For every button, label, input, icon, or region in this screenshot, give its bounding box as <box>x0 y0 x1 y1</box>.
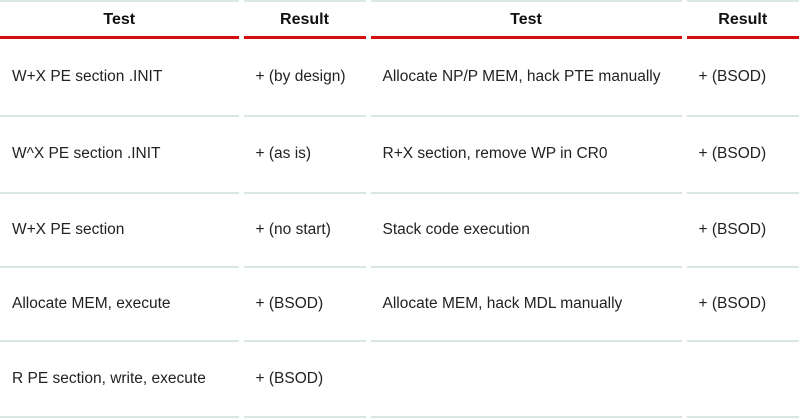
cell-test-right: Allocate NP/P MEM, hack PTE manually <box>365 37 684 117</box>
cell-test-right: Allocate MEM, hack MDL manually <box>365 267 684 342</box>
column-header-test-right: Test <box>365 0 684 39</box>
column-header-test-left: Test <box>0 0 241 39</box>
table-row: W^X PE section .INIT + (as is) R+X secti… <box>0 116 799 194</box>
cell-test-left: Allocate MEM, execute <box>0 267 241 342</box>
cell-result-right: + (BSOD) <box>681 267 799 342</box>
cell-test-left: R PE section, write, execute <box>0 341 241 418</box>
cell-result-left: + (as is) <box>238 116 368 194</box>
cell-test-right: R+X section, remove WP in CR0 <box>365 116 684 194</box>
table-body: W+X PE section .INIT + (by design) Alloc… <box>0 37 799 418</box>
cell-test-left: W+X PE section .INIT <box>0 37 241 117</box>
table-row: Allocate MEM, execute + (BSOD) Allocate … <box>0 267 799 342</box>
header-row: Test Result Test Result <box>0 0 799 39</box>
cell-test-left: W^X PE section .INIT <box>0 116 241 194</box>
cell-result-right <box>681 341 799 418</box>
cell-result-left: + (no start) <box>238 193 368 268</box>
table-row: R PE section, write, execute + (BSOD) <box>0 341 799 418</box>
column-header-result-right: Result <box>681 0 799 39</box>
cell-test-left: W+X PE section <box>0 193 241 268</box>
table-row: W+X PE section + (no start) Stack code e… <box>0 193 799 268</box>
cell-result-right: + (BSOD) <box>681 116 799 194</box>
table-header: Test Result Test Result <box>0 0 799 39</box>
cell-result-left: + (by design) <box>238 37 368 117</box>
cell-test-right <box>365 341 684 418</box>
cell-result-right: + (BSOD) <box>681 193 799 268</box>
cell-result-left: + (BSOD) <box>238 267 368 342</box>
cell-result-right: + (BSOD) <box>681 37 799 117</box>
cell-test-right: Stack code execution <box>365 193 684 268</box>
column-header-result-left: Result <box>238 0 368 39</box>
table-row: W+X PE section .INIT + (by design) Alloc… <box>0 37 799 117</box>
cell-result-left: + (BSOD) <box>238 341 368 418</box>
